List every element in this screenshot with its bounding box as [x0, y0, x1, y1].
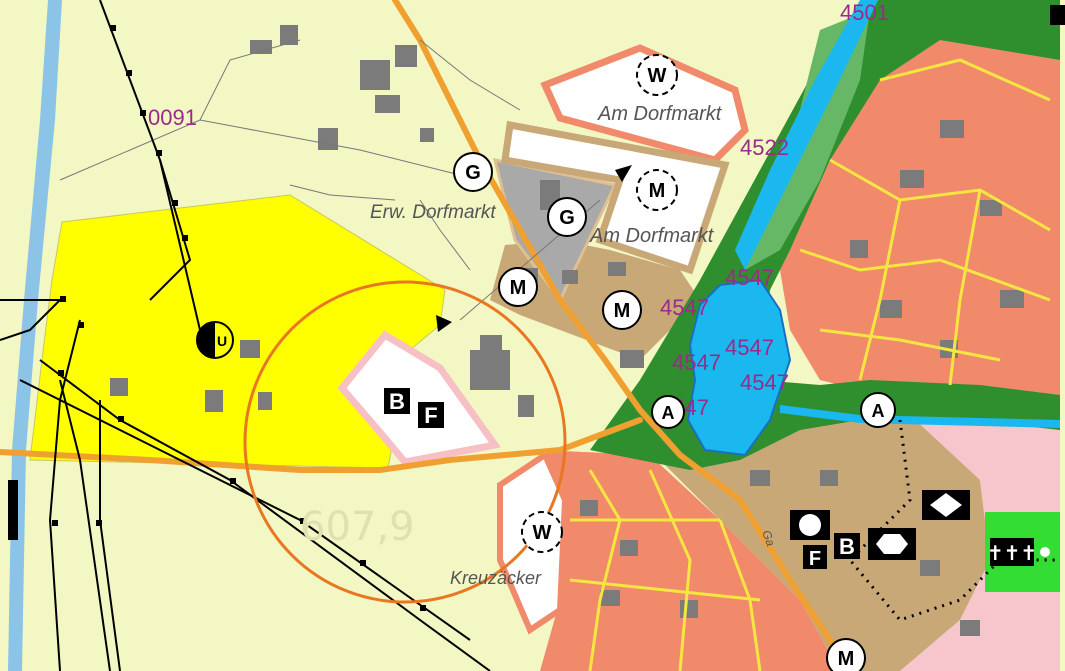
label-kreuzaecker: Kreuzäcker — [450, 568, 542, 588]
diamond-symbol-icon[interactable] — [922, 490, 970, 520]
svg-text:G: G — [465, 162, 481, 184]
symbol-a-1[interactable]: A — [651, 395, 685, 429]
symbol-u[interactable]: U — [196, 321, 234, 359]
symbol-m-4[interactable]: M — [826, 638, 866, 671]
power-lines — [0, 0, 491, 671]
svg-text:M: M — [649, 180, 666, 202]
symbol-m-2[interactable]: M — [498, 267, 538, 307]
black-square-icon — [1050, 5, 1065, 25]
cemetery-crosses-icon[interactable]: ✝✝✝ — [987, 538, 1050, 566]
symbol-g-2[interactable]: G — [547, 197, 587, 237]
parcel-m-north — [501, 120, 730, 275]
svg-text:G: G — [559, 207, 575, 229]
parcel-4547-d: 4547 — [672, 350, 721, 375]
triangle-marker-icon-2 — [436, 315, 452, 332]
label-erw-dorfmarkt: Erw. Dorfmarkt — [370, 202, 496, 223]
residential-roads — [569, 58, 1051, 671]
village-area-se — [655, 410, 990, 671]
hexagon-symbol-icon[interactable] — [868, 528, 916, 560]
village-boundary — [847, 419, 1060, 622]
svg-text:A: A — [872, 401, 885, 421]
svg-text:B: B — [389, 389, 405, 414]
symbol-w-south[interactable]: W — [521, 511, 563, 553]
parcel-bf — [337, 330, 502, 466]
symbol-b-2[interactable]: B — [834, 533, 860, 559]
parcel-4547-e: 4547 — [740, 370, 789, 395]
svg-text:M: M — [838, 648, 855, 670]
main-roads — [0, 0, 853, 671]
svg-text:✝✝✝: ✝✝✝ — [987, 541, 1037, 565]
triangle-marker-icon — [615, 165, 632, 182]
highlight-circle[interactable] — [243, 280, 567, 604]
label-am-dorfmarkt-north: Am Dorfmarkt — [597, 103, 723, 125]
power-line-markers — [52, 25, 426, 611]
circle-symbol-icon[interactable] — [790, 510, 830, 540]
symbol-f-1[interactable]: F — [418, 402, 444, 428]
pink-area-se — [900, 410, 1060, 671]
symbol-m-3[interactable]: M — [602, 290, 642, 330]
black-square-icon-left — [8, 480, 18, 540]
svg-text:W: W — [648, 65, 667, 87]
svg-text:F: F — [809, 548, 821, 570]
parcel-w-north — [540, 44, 749, 164]
svg-text:B: B — [839, 534, 855, 559]
pond — [686, 278, 792, 457]
elevation-label: 607,9 — [300, 504, 415, 550]
symbol-a-2[interactable]: A — [860, 392, 896, 428]
parcel-0091: 0091 — [148, 105, 197, 130]
parcel-4501: 4501 — [840, 0, 889, 25]
svg-text:A: A — [662, 403, 675, 423]
river-left — [8, 0, 62, 671]
label-am-dorfmarkt-south: Am Dorfmarkt — [589, 225, 715, 247]
svg-text:F: F — [424, 403, 437, 428]
parcel-4547-b: 4547 — [660, 295, 709, 320]
symbol-b-1[interactable]: B — [384, 388, 410, 414]
symbol-f-2[interactable]: F — [803, 545, 827, 570]
svg-text:M: M — [614, 300, 631, 322]
blue-stream — [735, 0, 878, 270]
svg-text:U: U — [217, 333, 227, 349]
parcel-4547-a: 4547 — [725, 265, 774, 290]
parcel-4547-c: 4547 — [725, 335, 774, 360]
label-street-fragment: Ga — [759, 528, 778, 548]
symbol-g-1[interactable]: G — [453, 152, 493, 192]
parcel-4522: 4522 — [740, 135, 789, 160]
svg-text:M: M — [510, 277, 527, 299]
svg-text:W: W — [533, 522, 552, 544]
stream-east — [780, 405, 1060, 428]
symbol-w-north[interactable]: W — [636, 54, 678, 96]
symbol-m-north[interactable]: M — [636, 169, 678, 211]
